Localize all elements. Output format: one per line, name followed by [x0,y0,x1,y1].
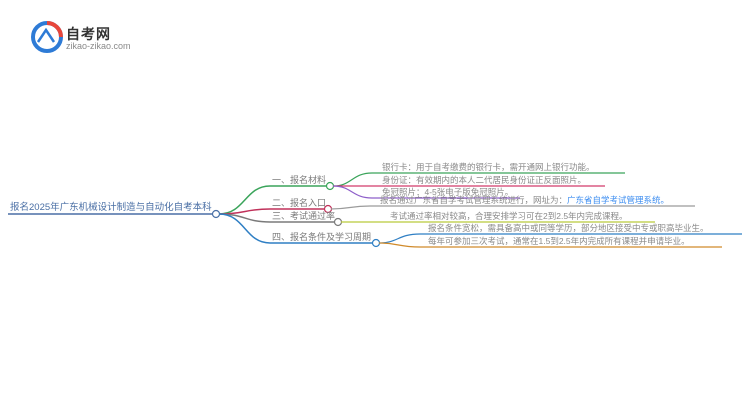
leaf-1-3-connector [332,185,520,199]
branch-1-node [325,181,335,191]
logo-title: 自考网 [66,26,111,42]
branch-4-node [371,238,381,248]
entry-system-link[interactable]: 广东省自学考试管理系统。 [567,195,670,205]
leaf-2-1-connector [330,205,695,210]
leaf-id-card: 身份证：有效期内的本人二代居民身份证正反面照片。 [382,175,587,185]
branch-label-pass-rate: 三、考试通过率 [272,211,336,221]
leaf-entry: 报名通过广东省自学考试管理系统进行，网址为：广东省自学考试管理系统。 [380,194,669,206]
leaf-pass-rate: 考试通过率相对较高，合理安排学习可在2到2.5年内完成课程。 [390,211,628,221]
logo [30,20,170,60]
leaf-4-2-connector [378,242,722,248]
leaf-entry-text: 报名通过广东省自学考试管理系统进行，网址为： [380,195,568,205]
branch-3-node [333,217,343,227]
branch-4-connector [218,213,372,244]
leaf-study-period: 每年可参加三次考试，通常在1.5到2.5年内完成所有课程并申请毕业。 [428,236,690,246]
logo-subtitle: zikao-zikao.com [66,41,131,51]
root-topic: 报名2025年广东机械设计制造与自动化自考本科 [10,202,212,213]
logo-icon [31,21,63,53]
branch-label-materials: 一、报名材料 [272,175,327,185]
branch-label-entry: 二、报名入口 [272,198,327,208]
leaf-conditions: 报名条件宽松，需具备高中或同等学历，部分地区接受中专或职高毕业生。 [428,223,709,233]
leaf-bank-card: 银行卡：用于自考缴费的银行卡，需开通网上银行功能。 [382,162,595,172]
leaf-photo: 免冠照片：4-5张电子版免冠照片。 [382,187,514,197]
root-node [211,209,221,219]
branch-label-conditions: 四、报名条件及学习周期 [272,232,372,242]
